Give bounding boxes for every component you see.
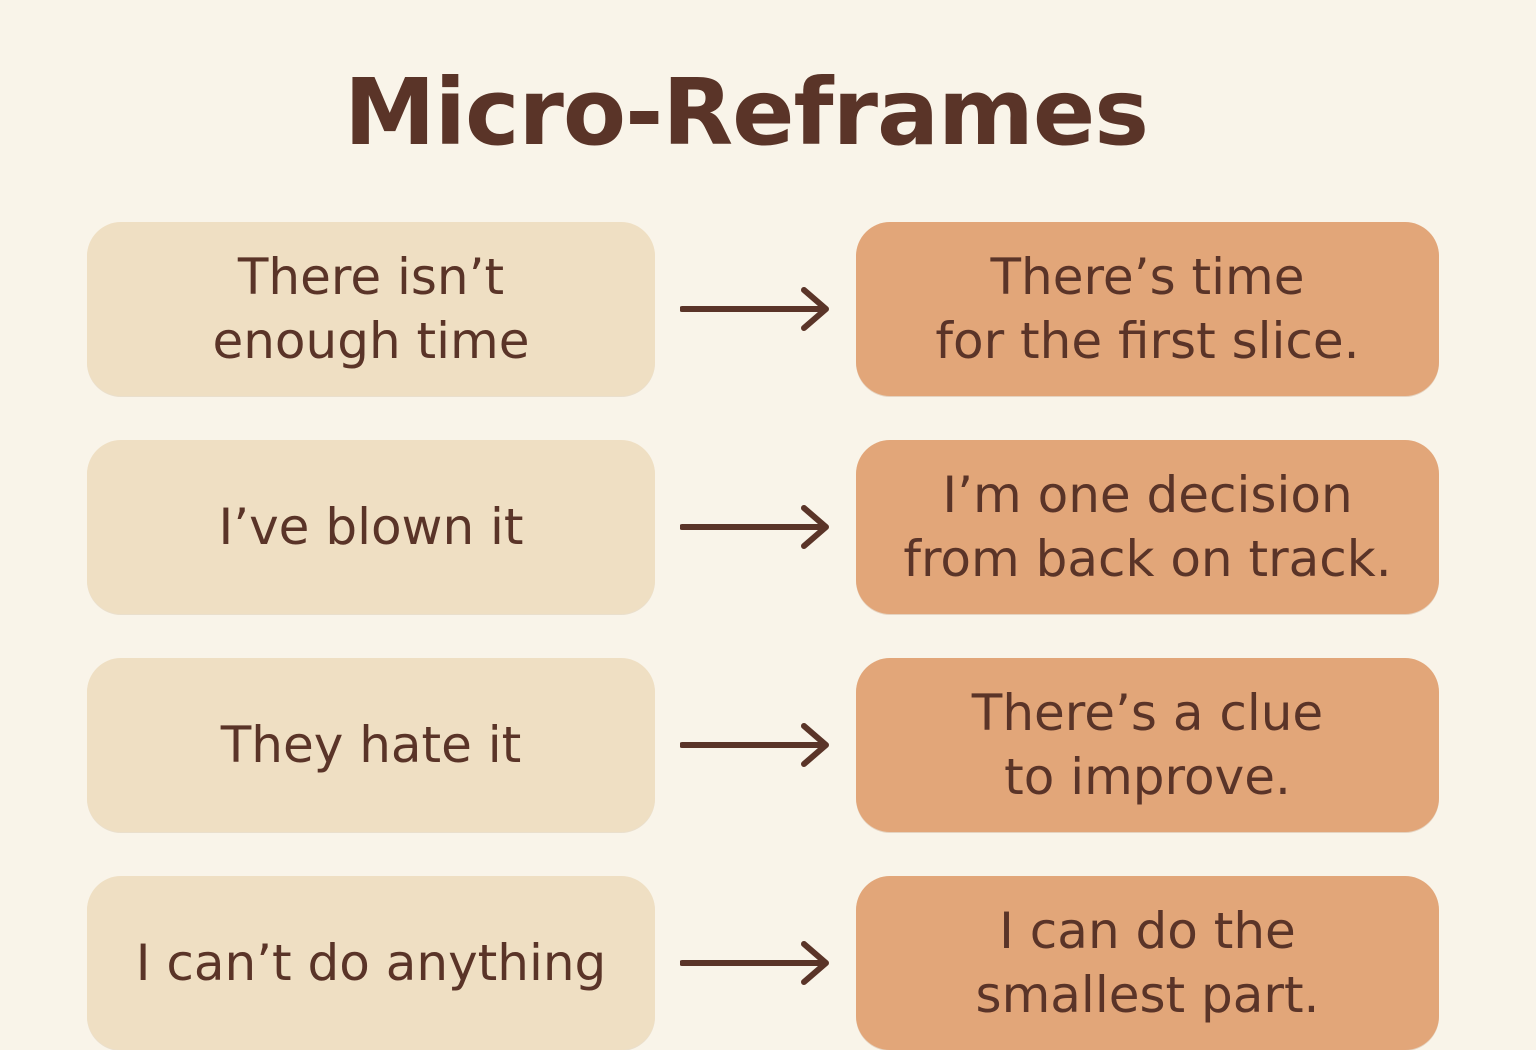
- reframe-row: I can’t do anything I can do the smalles…: [0, 876, 1536, 1050]
- reframe-row: There isn’t enough time There’s time for…: [0, 222, 1536, 396]
- negative-thought-card: They hate it: [87, 658, 655, 832]
- reframe-text: I’m one decision from back on track.: [903, 466, 1392, 588]
- negative-thought-card: There isn’t enough time: [87, 222, 655, 396]
- arrow-right-icon: [680, 723, 829, 767]
- negative-thought-text: I’ve blown it: [218, 498, 524, 556]
- reframe-text: There’s a clue to improve.: [971, 684, 1324, 806]
- negative-thought-text: There isn’t enough time: [212, 248, 530, 370]
- reframe-card: I’m one decision from back on track.: [856, 440, 1439, 614]
- negative-thought-card: I can’t do anything: [87, 876, 655, 1050]
- reframe-text: I can do the smallest part.: [975, 902, 1320, 1024]
- reframe-card: There’s time for the first slice.: [856, 222, 1439, 396]
- negative-thought-card: I’ve blown it: [87, 440, 655, 614]
- reframe-card: I can do the smallest part.: [856, 876, 1439, 1050]
- arrow-right-icon: [680, 941, 829, 985]
- reframe-card: There’s a clue to improve.: [856, 658, 1439, 832]
- reframe-text: There’s time for the first slice.: [935, 248, 1360, 370]
- arrow-right-icon: [680, 505, 829, 549]
- reframe-row: They hate it There’s a clue to improve.: [0, 658, 1536, 832]
- page-title: Micro-Reframes: [343, 59, 1149, 166]
- negative-thought-text: I can’t do anything: [135, 934, 607, 992]
- arrow-right-icon: [680, 287, 829, 331]
- negative-thought-text: They hate it: [220, 716, 522, 774]
- reframe-row: I’ve blown it I’m one decision from back…: [0, 440, 1536, 614]
